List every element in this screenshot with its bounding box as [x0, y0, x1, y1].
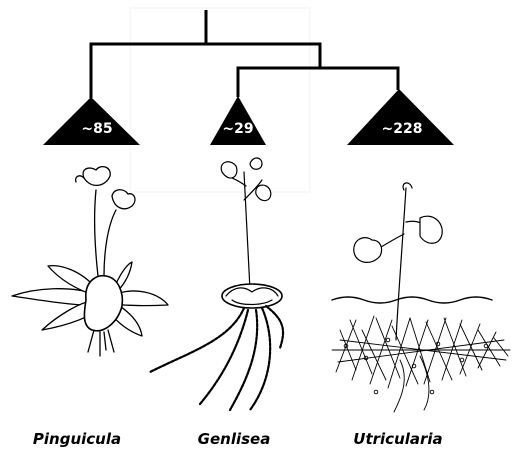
clade-utricularia: ~228: [347, 89, 454, 145]
clade-genlisea: ~29: [210, 96, 266, 145]
root-split: [91, 44, 320, 98]
genus-label-genlisea: Genlisea: [198, 430, 271, 448]
pinguicula-illustration: [12, 167, 168, 356]
utricularia-illustration: [332, 183, 510, 412]
clade-pinguicula: ~85: [43, 97, 140, 145]
genlisea-illustration: [150, 158, 283, 410]
genus-label-utricularia: Utricularia: [353, 430, 442, 448]
water-surface-line: [332, 297, 492, 303]
tree-branches: [91, 10, 398, 98]
species-count-label: ~29: [222, 121, 253, 137]
species-count-label: ~228: [382, 121, 423, 137]
species-count-label: ~85: [81, 121, 112, 137]
background-frame: [130, 8, 310, 192]
genus-label-pinguicula: Pinguicula: [33, 430, 121, 448]
inner-split: [238, 68, 398, 97]
